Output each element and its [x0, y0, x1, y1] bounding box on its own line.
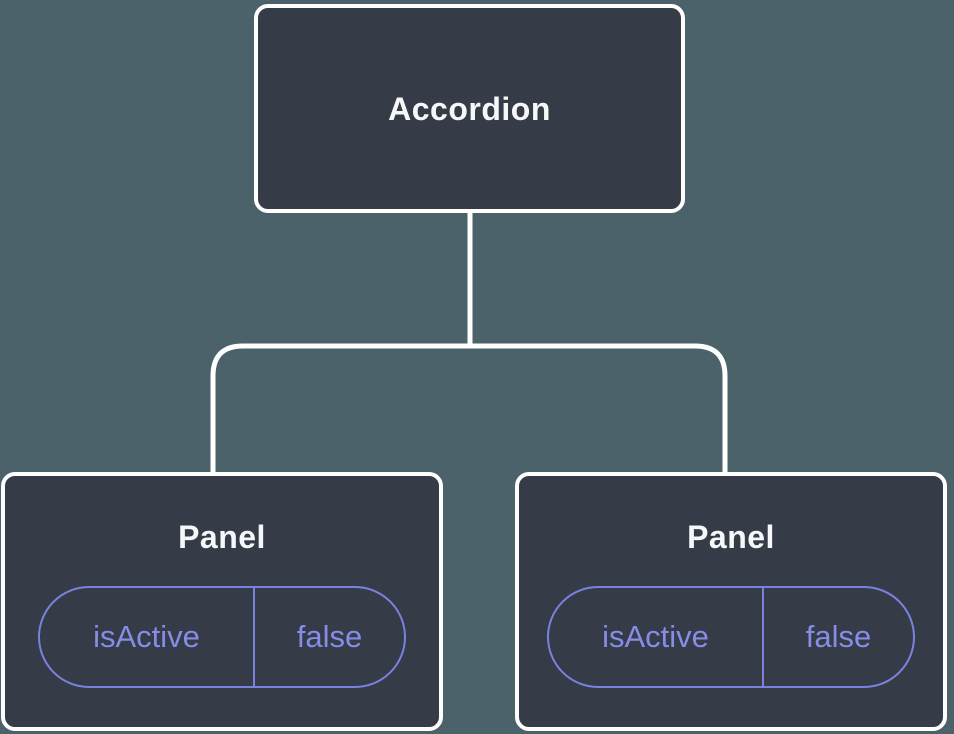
- root-node-label: Accordion: [388, 90, 551, 127]
- child-node-panel-2: Panel isActive false: [515, 472, 947, 731]
- child-node-panel-1: Panel isActive false: [1, 472, 443, 731]
- root-node-accordion: Accordion: [254, 4, 685, 213]
- state-value: false: [805, 619, 872, 654]
- child-node-label: Panel: [178, 519, 266, 555]
- child-node-label: Panel: [687, 519, 775, 555]
- state-value: false: [296, 619, 363, 654]
- connector-branch: [210, 343, 728, 473]
- state-pill: isActive false: [38, 586, 406, 688]
- state-pill: isActive false: [547, 586, 915, 688]
- state-key: isActive: [549, 588, 764, 686]
- state-key: isActive: [40, 588, 255, 686]
